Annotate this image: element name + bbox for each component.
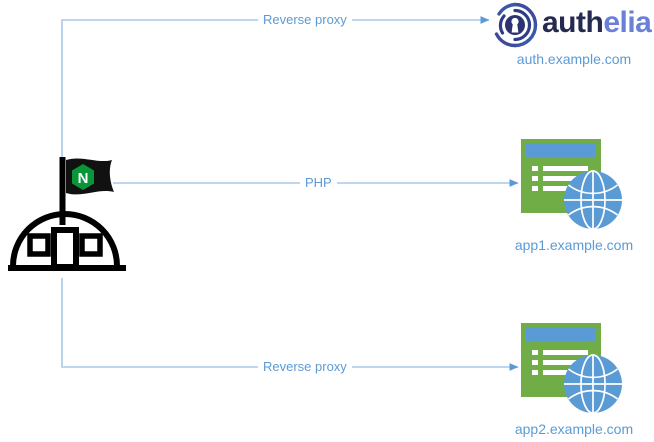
app2-server[interactable] (520, 322, 626, 418)
edge-label-php: PHP (300, 175, 337, 191)
authelia-domain-label: auth.example.com (516, 51, 632, 67)
web-application-globe-icon (521, 323, 622, 414)
authelia-wordmark-light: elia (603, 6, 652, 39)
nginx-badge-letter: N (78, 170, 89, 187)
igloo-server-with-nginx-flag-icon: N (8, 157, 126, 271)
nginx-server[interactable]: N (4, 152, 130, 278)
globe-icon (564, 354, 622, 414)
edge-label-reverse-proxy-auth: Reverse proxy (258, 12, 352, 28)
globe-icon (564, 170, 622, 230)
app2-domain-label: app2.example.com (514, 421, 634, 437)
authelia-wordmark: authelia (542, 6, 652, 39)
authelia-wordmark-dark: auth (542, 6, 604, 39)
edge-label-reverse-proxy-app2: Reverse proxy (258, 359, 352, 375)
app1-server[interactable] (520, 138, 626, 234)
web-application-globe-icon (521, 139, 622, 230)
nginx-hexagon-icon (72, 164, 94, 190)
authelia-service[interactable]: authelia (490, 2, 654, 48)
app1-domain-label: app1.example.com (514, 237, 634, 253)
authelia-keyhole-logo-icon (494, 2, 538, 48)
